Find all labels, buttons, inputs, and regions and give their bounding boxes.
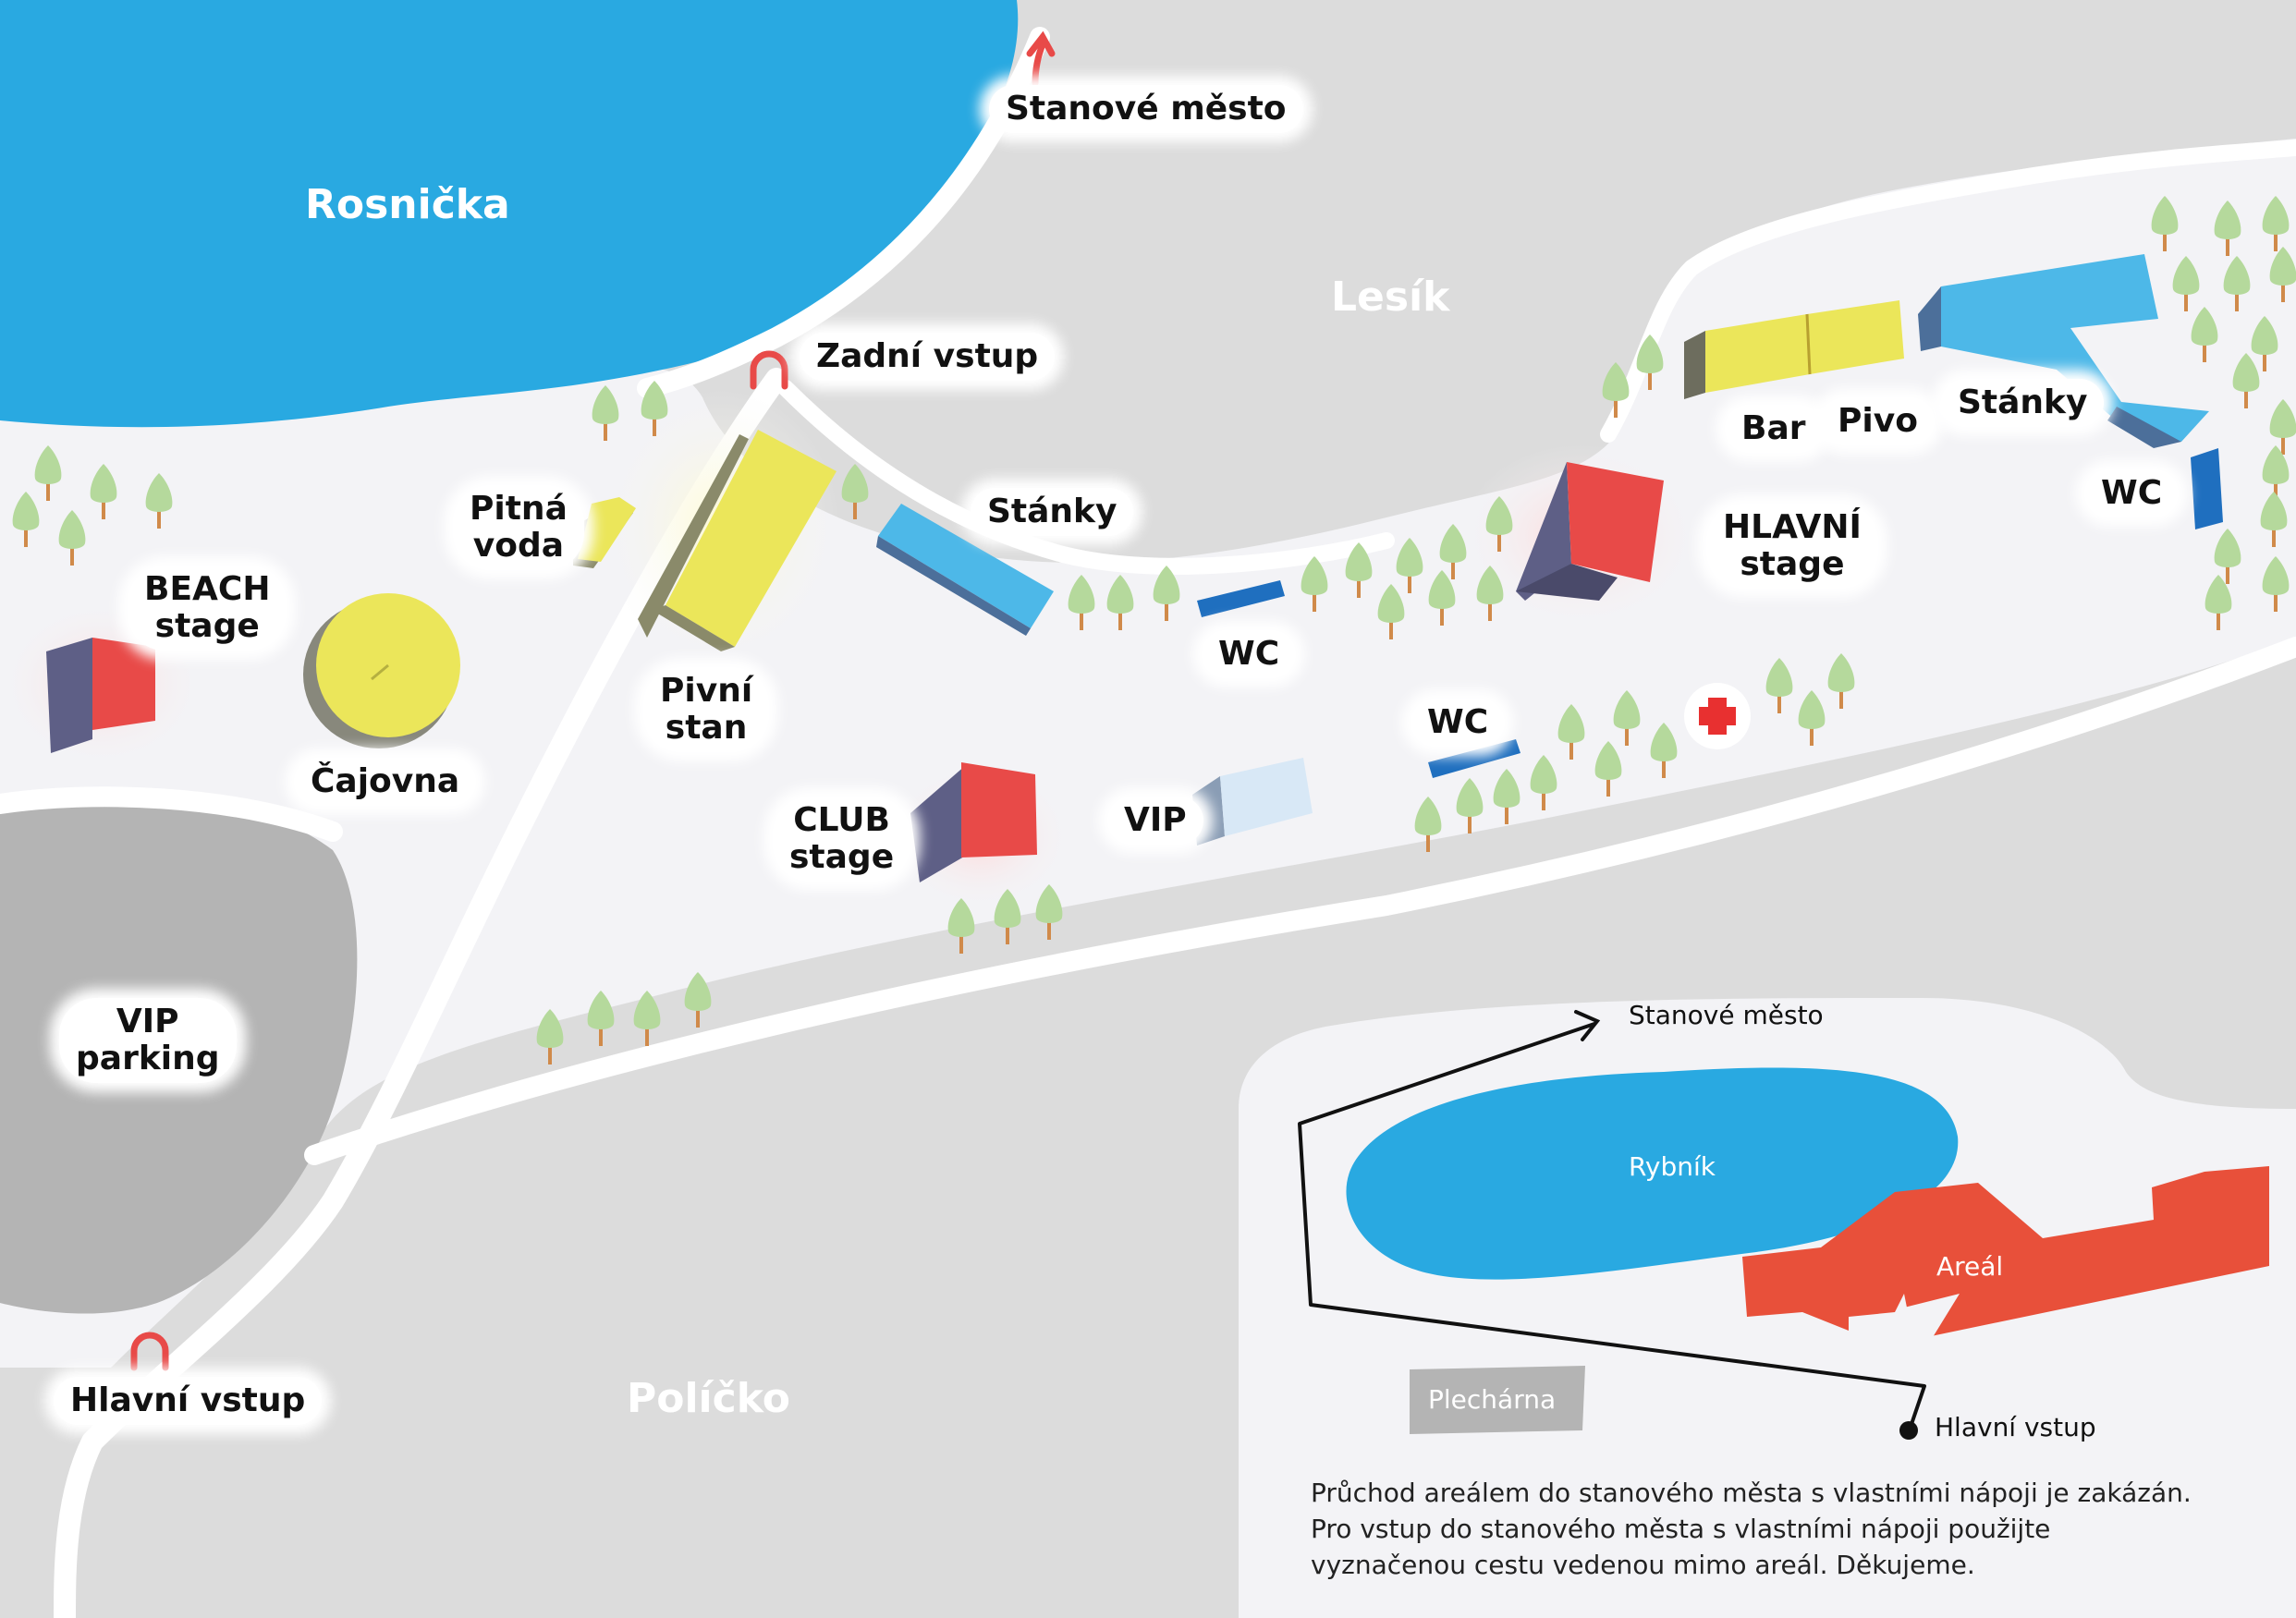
tent-city-label[interactable]: Stanové město [989, 85, 1303, 133]
inset-tin-hall-label: Plechárna [1428, 1384, 1557, 1415]
lake-rosnicka [0, 0, 1019, 428]
route-arrow-icon [1574, 1010, 1601, 1041]
stalls-left-building [876, 504, 1054, 636]
club-stage-building [910, 762, 1037, 882]
vip-label[interactable]: VIP [1107, 797, 1203, 845]
stalls-left-label[interactable]: Stánky [971, 488, 1134, 536]
back-entrance-label[interactable]: Zadní vstup [800, 333, 1056, 381]
inset-main-entrance-label: Hlavní vstup [1935, 1412, 2096, 1442]
info-note: Průchod areálem do stanového města s vla… [1311, 1475, 2253, 1583]
main-entrance-icon [130, 1332, 169, 1371]
tent-city-arrow-icon [1032, 41, 1046, 87]
area-label-lake: Rosnička [305, 181, 510, 228]
wc-2-label[interactable]: WC [1411, 699, 1506, 747]
pond-shape [1346, 1067, 1959, 1280]
wc-1-label[interactable]: WC [1202, 630, 1297, 678]
main-stage-building [1516, 462, 1664, 601]
inset-tent-city-label: Stanové město [1629, 1000, 1824, 1030]
bar-label[interactable]: Bar [1725, 405, 1823, 453]
stalls-right-label[interactable]: Stánky [1941, 379, 2105, 427]
inset-map [1298, 1010, 2269, 1440]
bar-pivo-building [1684, 300, 1904, 399]
beer-tent-building [638, 430, 837, 651]
first-aid [1684, 683, 1751, 749]
stalls-right-building [1918, 254, 2209, 448]
area-label-forest: Lesík [1331, 274, 1450, 321]
wc-3-building [2191, 448, 2223, 529]
entrance-markers [130, 30, 1056, 1371]
wc-3-label[interactable]: WC [2084, 469, 2180, 517]
route-line [1298, 1022, 1926, 1433]
inset-grounds-label: Areál [1936, 1251, 2004, 1282]
area-label-field: Políčko [627, 1375, 791, 1422]
wc-2-building [1428, 739, 1520, 778]
inset-pond-label: Rybník [1629, 1151, 1716, 1182]
back-entrance-icon [750, 350, 788, 390]
tin-hall-shape [1410, 1366, 1585, 1434]
main-entrance-label[interactable]: Hlavní vstup [54, 1377, 323, 1425]
arrow-head-icon [1026, 30, 1056, 57]
grounds-shape [1742, 1166, 2269, 1340]
beach-stage-building [46, 638, 155, 753]
wc-1-building [1197, 580, 1285, 617]
festival-grounds [0, 139, 2296, 1368]
water-station [573, 497, 636, 568]
tea-room-label[interactable]: Čajovna [294, 758, 477, 806]
note-line-3: vyznačenou cestu vedenou mimo areál. Děk… [1311, 1550, 1975, 1580]
note-line-1: Průchod areálem do stanového města s vla… [1311, 1478, 2192, 1508]
route-start-dot [1899, 1421, 1918, 1440]
beer-label[interactable]: Pivo [1821, 397, 1935, 445]
cajovna-building [303, 593, 460, 748]
note-line-2: Pro vstup do stanového města s vlastními… [1311, 1514, 2051, 1544]
